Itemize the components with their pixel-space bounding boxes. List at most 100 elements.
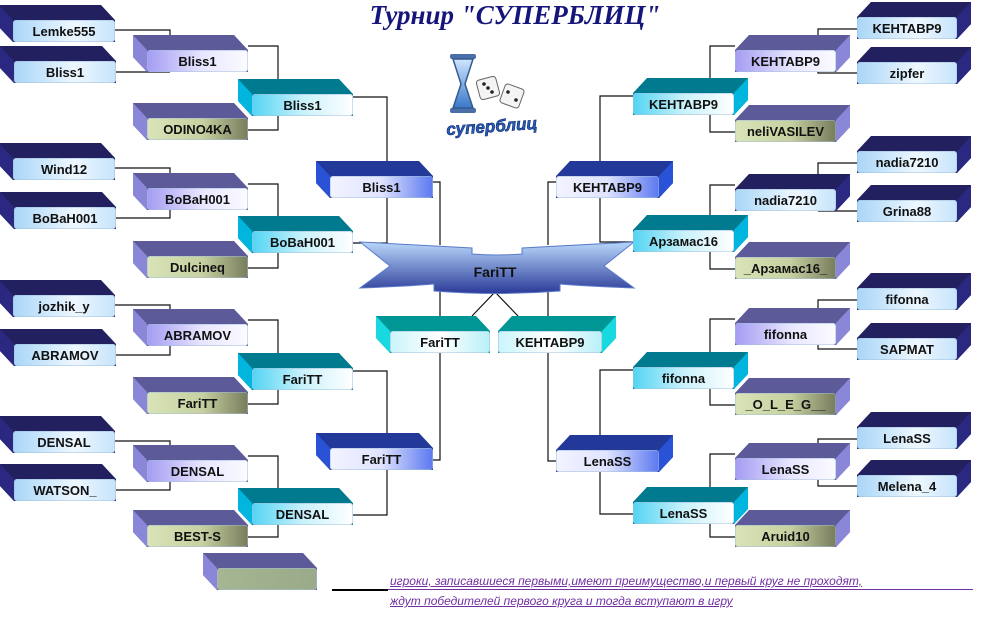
round2-player-box: BoBaH001 (133, 173, 248, 210)
round3-player-box: KEHTABP9 (633, 78, 748, 115)
player-name: _Арзамас16_ (735, 257, 836, 279)
player-name: KEHTABP9 (735, 50, 836, 72)
player-name: DENSAL (13, 431, 115, 453)
player-name: Lemke555 (13, 20, 115, 42)
player-name: zipfer (857, 62, 957, 84)
round3-player-box: DENSAL (238, 488, 353, 525)
round1-player-box: SAPMAT (857, 323, 971, 360)
round3-player-box: LenaSS (633, 487, 748, 524)
player-name: SAPMAT (857, 338, 957, 360)
round2-player-box: KEHTABP9 (735, 35, 850, 72)
round3-player-box: Bliss1 (238, 79, 353, 116)
legend-note-line1: игроки, записавшиеся первыми,имеют преим… (390, 574, 863, 588)
final-winner-name: FariTT (473, 264, 517, 280)
player-name: LenaSS (735, 458, 836, 480)
player-name: Арзамас16 (633, 230, 734, 252)
round2-player-box: Bliss1 (133, 35, 248, 72)
player-name: Aruid10 (735, 525, 836, 547)
semifinal-player-box: FariTT (316, 433, 433, 470)
player-name: fifonna (857, 288, 957, 310)
seeded-player-box: ODINO4KA (133, 103, 248, 140)
round1-player-box: BoBaH001 (0, 192, 116, 229)
superblitz-logo: суперблиц (445, 54, 538, 139)
round1-player-box: zipfer (857, 47, 971, 84)
player-name: jozhik_y (13, 295, 115, 317)
round1-player-box: Grina88 (857, 185, 971, 222)
round2-player-box: fifonna (735, 308, 850, 345)
player-name: ABRAMOV (14, 344, 116, 366)
player-name: Wind12 (13, 158, 115, 180)
round1-player-box: fifonna (857, 273, 971, 310)
note-underline (388, 589, 973, 590)
round1-player-box: Bliss1 (0, 46, 116, 83)
player-name: nadia7210 (735, 189, 836, 211)
connector-lines (115, 28, 857, 538)
player-name: nadia7210 (857, 151, 957, 173)
player-name: Bliss1 (14, 61, 116, 83)
hourglass-icon (450, 54, 476, 113)
player-name: FariTT (252, 368, 353, 390)
player-name: BoBaH001 (14, 207, 116, 229)
semifinal-player-box: LenaSS (556, 435, 673, 472)
round3-player-box: Арзамас16 (633, 215, 748, 252)
round2-player-box: DENSAL (133, 445, 248, 482)
round1-player-box: ABRAMOV (0, 329, 116, 366)
player-name: Bliss1 (252, 94, 353, 116)
player-name: _O_L_E_G__ (735, 393, 836, 415)
round1-player-box: Melena_4 (857, 460, 971, 497)
player-name: FariTT (330, 448, 433, 470)
player-name: KEHTABP9 (498, 331, 602, 353)
player-name: Bliss1 (330, 176, 433, 198)
player-name: ABRAMOV (147, 324, 248, 346)
page-title: Турнир "СУПЕРБЛИЦ" (369, 0, 661, 30)
semifinal-player-box: KEHTABP9 (556, 161, 673, 198)
round3-player-box: BoBaH001 (238, 216, 353, 253)
player-name: neliVASILEV (735, 120, 836, 142)
seeded-player-box: _Арзамас16_ (735, 242, 850, 279)
round2-player-box: nadia7210 (735, 174, 850, 211)
player-name: LenaSS (556, 450, 659, 472)
player-name: KEHTABP9 (556, 176, 659, 198)
seeded-player-box: Aruid10 (735, 510, 850, 547)
player-name: DENSAL (252, 503, 353, 525)
dice-icon (475, 75, 525, 109)
round1-player-box: jozhik_y (0, 280, 115, 317)
player-name: fifonna (735, 323, 836, 345)
legend-line (332, 589, 388, 591)
round3-player-box: fifonna (633, 352, 748, 389)
round1-player-box: KEHTABP9 (857, 2, 971, 39)
round1-player-box: Lemke555 (0, 5, 115, 42)
player-name: BoBaH001 (252, 231, 353, 253)
player-name: Melena_4 (857, 475, 957, 497)
round3-player-box: FariTT (238, 353, 353, 390)
player-name: LenaSS (857, 427, 957, 449)
seeded-player-box: neliVASILEV (735, 105, 850, 142)
round1-player-box: nadia7210 (857, 136, 971, 173)
round2-player-box: ABRAMOV (133, 309, 248, 346)
round1-player-box: Wind12 (0, 143, 115, 180)
player-name: DENSAL (147, 460, 248, 482)
player-name: BEST-S (147, 525, 248, 547)
player-name: FariTT (390, 331, 490, 353)
legend-note-line2: ждут победителей первого круга и тогда в… (390, 594, 733, 608)
player-name: BoBaH001 (147, 188, 248, 210)
player-name: WATSON_ (14, 479, 116, 501)
round1-player-box: DENSAL (0, 416, 115, 453)
round2-player-box: LenaSS (735, 443, 850, 480)
player-name (217, 568, 317, 590)
legend-seeded-box (203, 553, 317, 590)
player-name: Dulcineq (147, 256, 248, 278)
player-name: FariTT (147, 392, 248, 414)
player-name: KEHTABP9 (857, 17, 957, 39)
round1-player-box: WATSON_ (0, 464, 116, 501)
semifinal-player-box: Bliss1 (316, 161, 433, 198)
final-winner-banner (358, 241, 636, 294)
player-name: LenaSS (633, 502, 734, 524)
player-name: Grina88 (857, 200, 957, 222)
player-name: fifonna (633, 367, 734, 389)
seeded-player-box: BEST-S (133, 510, 248, 547)
finalist-box: FariTT (376, 316, 490, 353)
seeded-player-box: _O_L_E_G__ (735, 378, 850, 415)
